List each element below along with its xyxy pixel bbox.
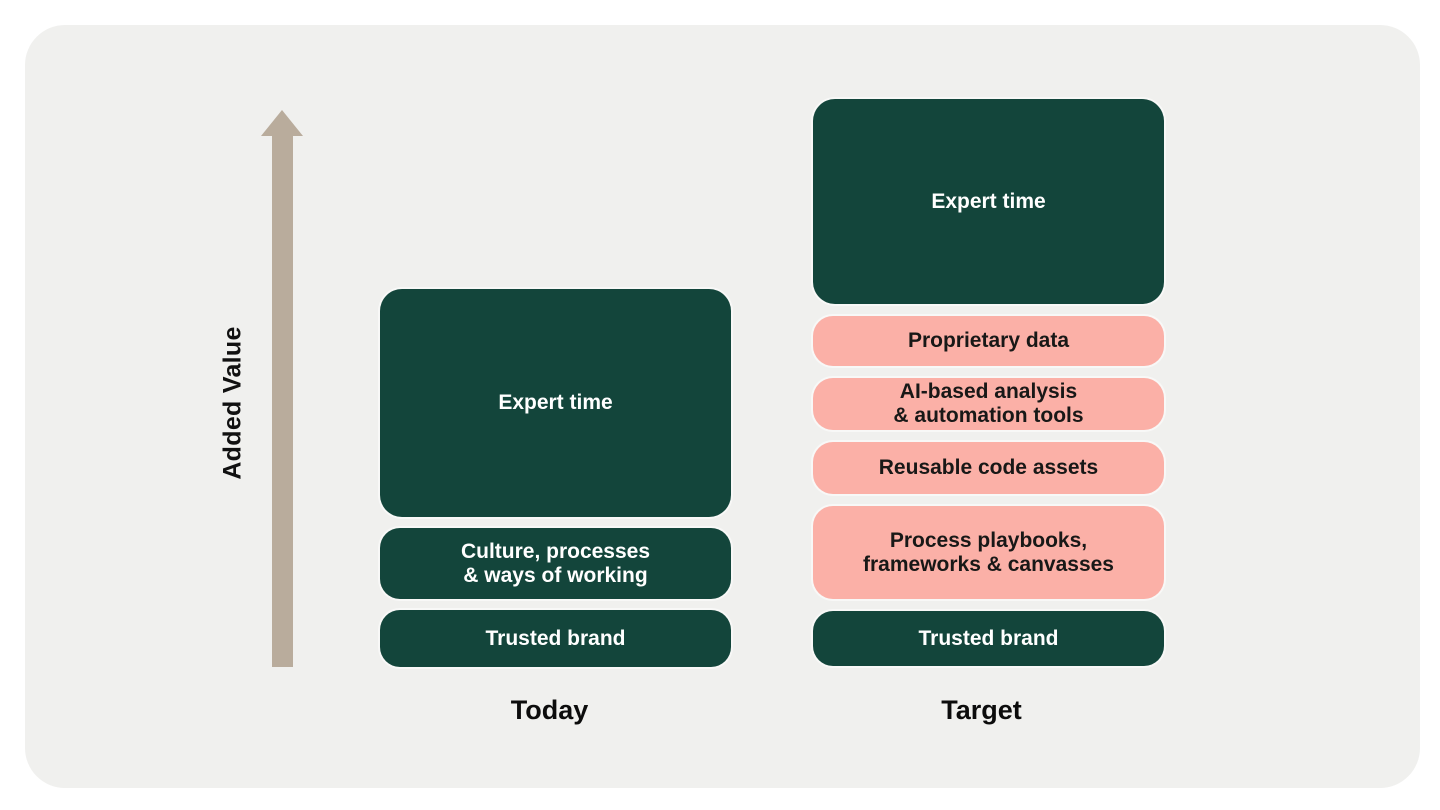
block-label: Process playbooks, frameworks & canvasse…: [863, 528, 1114, 576]
block-ai-based-analysis: AI-based analysis & automation tools: [813, 378, 1164, 430]
column-caption-today: Today: [510, 695, 589, 725]
block-expert-time-target: Expert time: [813, 99, 1164, 304]
block-label: Expert time: [498, 391, 613, 414]
block-trusted-brand-today: Trusted brand: [380, 610, 731, 667]
block-expert-time-today: Expert time: [380, 289, 731, 517]
block-label: Culture, processes & ways of working: [460, 539, 651, 587]
block-label: Trusted brand: [918, 626, 1059, 650]
column-target: Expert time Proprietary data AI-based an…: [813, 99, 1164, 666]
block-label: Proprietary data: [907, 329, 1070, 352]
up-arrow-icon-shaft: [272, 132, 293, 667]
block-process-playbooks: Process playbooks, frameworks & canvasse…: [813, 506, 1164, 599]
block-label: Reusable code assets: [878, 456, 1099, 479]
block-label: AI-based analysis & automation tools: [893, 380, 1084, 427]
block-culture-processes: Culture, processes & ways of working: [380, 528, 731, 599]
up-arrow-icon: [261, 110, 303, 136]
added-value-axis-label: Added Value: [218, 326, 247, 480]
block-label: Trusted brand: [485, 626, 626, 650]
block-reusable-code-assets: Reusable code assets: [813, 442, 1164, 494]
column-today: Expert time Culture, processes & ways of…: [380, 289, 731, 667]
column-caption-target: Target: [941, 695, 1022, 725]
block-trusted-brand-target: Trusted brand: [813, 611, 1164, 666]
block-proprietary-data: Proprietary data: [813, 316, 1164, 366]
block-label: Expert time: [931, 189, 1046, 213]
